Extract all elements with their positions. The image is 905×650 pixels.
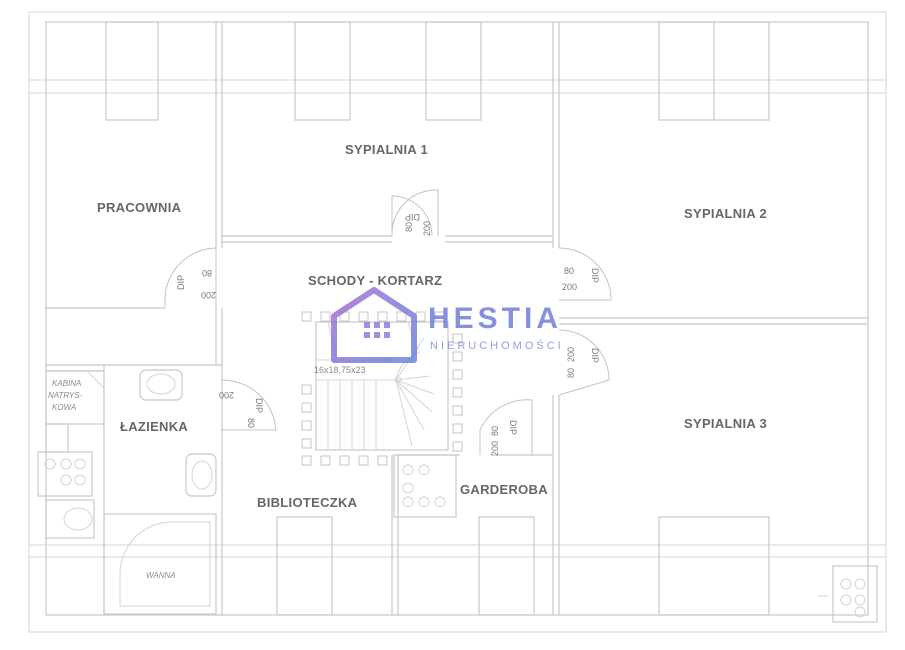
door-label-dip: DIP <box>590 348 600 363</box>
shower-label-line3: KOWA <box>52 403 76 412</box>
door-width: 80 <box>202 268 212 278</box>
room-label-sypialnia-2: SYPIALNIA 2 <box>684 206 767 221</box>
roof-windows-top <box>105 21 770 121</box>
room-label-sypialnia-1: SYPIALNIA 1 <box>345 142 428 157</box>
door-height: 200 <box>566 347 576 362</box>
door-height: 200 <box>201 290 216 300</box>
room-labels: SYPIALNIA 1 PRACOWNIA SYPIALNIA 2 SCHODY… <box>97 142 767 510</box>
stair-posts <box>301 311 463 466</box>
bathtub-label: WANNA <box>146 571 176 580</box>
shower-label-line2: NATRYS- <box>48 391 83 400</box>
door-label-dip: DIP <box>254 398 264 413</box>
room-label-garderoba: GARDEROBA <box>460 482 548 497</box>
stairs-spec: 16x18,75x23 <box>314 365 366 375</box>
logo-name: HESTIA <box>428 302 562 335</box>
door-label-dip: DIP <box>176 275 186 290</box>
room-label-sypialnia-3: SYPIALNIA 3 <box>684 416 767 431</box>
door-height: 200 <box>490 441 500 456</box>
shower-label-line1: KABINA <box>52 379 81 388</box>
room-label-schody-kortarz: SCHODY - KORTARZ <box>308 273 442 288</box>
interior-walls <box>46 22 868 615</box>
door-width: 80 <box>564 266 574 276</box>
bathroom-fixtures: KABINA NATRYS- KOWA WANNA <box>37 369 878 623</box>
hestia-watermark: HESTIA NIERUCHOMOŚCI <box>331 287 564 363</box>
door-height: 200 <box>562 282 577 292</box>
door-width: 80 <box>246 418 256 428</box>
door-width: 80 <box>566 368 576 378</box>
door-label-dip: DIP <box>405 212 420 222</box>
door-height: 200 <box>219 390 234 400</box>
door-height: 200 <box>422 221 432 236</box>
room-label-pracownia: PRACOWNIA <box>97 200 182 215</box>
door-label-dip: DIP <box>590 268 600 283</box>
logo-subtitle: NIERUCHOMOŚCI <box>430 339 564 352</box>
door-width: 80 <box>490 426 500 436</box>
door-label-dip: DIP <box>508 420 518 435</box>
doors <box>164 189 612 455</box>
room-label-lazienka: ŁAZIENKA <box>120 419 188 434</box>
window-grid-icon <box>364 322 390 338</box>
room-label-biblioteczka: BIBLIOTECZKA <box>257 495 358 510</box>
house-logo-icon <box>331 287 417 363</box>
door-width: 80 <box>404 222 414 232</box>
roof-windows-bottom <box>276 516 770 616</box>
door-labels: DIP 80 200 DIP 80 200 DIP 80 200 DIP 80 … <box>176 212 600 456</box>
